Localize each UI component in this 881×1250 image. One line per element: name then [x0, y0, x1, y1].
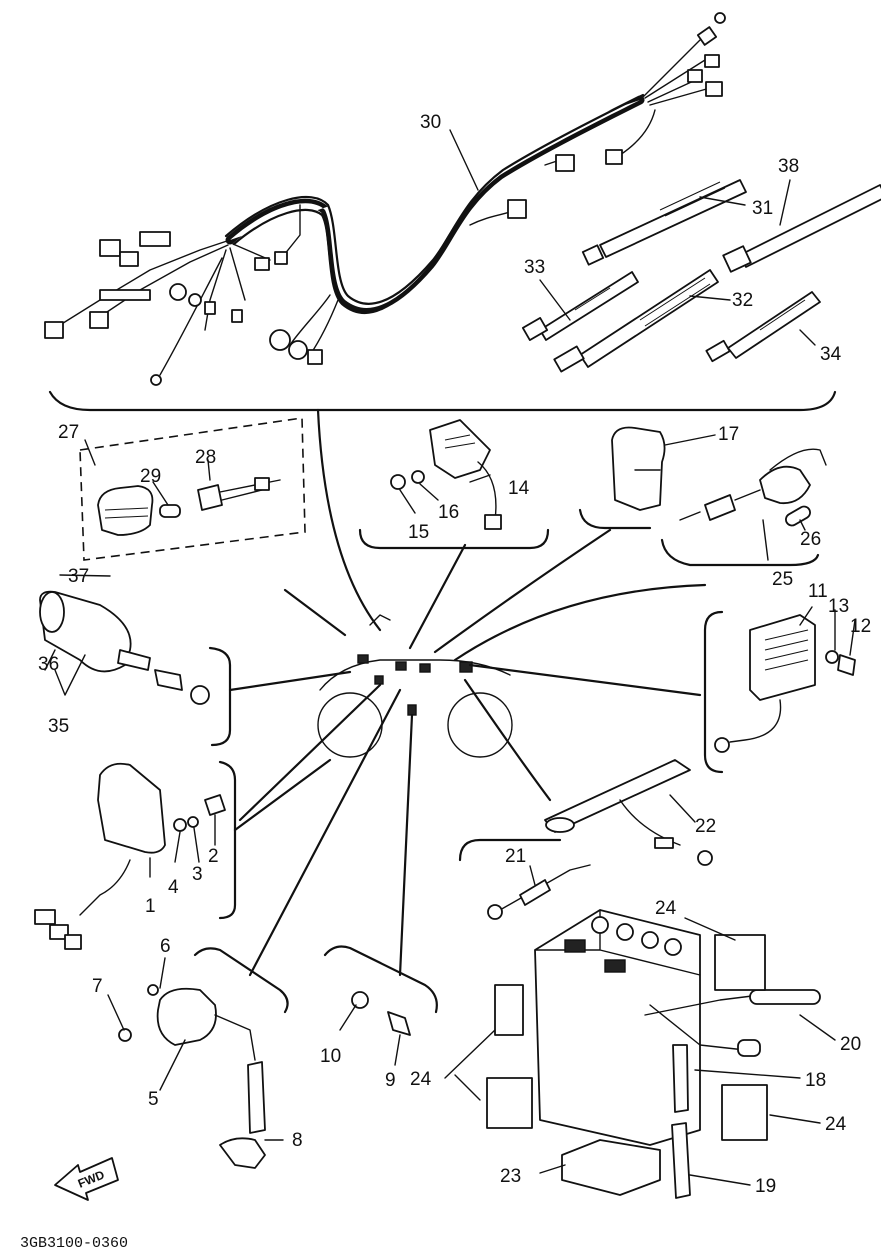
callout-11: 11	[808, 581, 828, 602]
callout-35: 35	[48, 716, 69, 737]
callout-14: 14	[508, 478, 530, 499]
forward-direction-arrow[interactable]: FWD	[54, 1157, 119, 1201]
cable-tie-31	[599, 179, 747, 258]
callout-12: 12	[850, 616, 871, 637]
callout-22: 22	[695, 816, 716, 837]
sender-group	[323, 945, 438, 1036]
harness-group-bracket	[48, 390, 837, 412]
rectifier-group	[703, 610, 856, 774]
relay	[429, 419, 491, 479]
vehicle-outline	[317, 614, 513, 758]
callout-2: 2	[208, 846, 219, 867]
callout-26: 26	[800, 529, 821, 550]
callout-10: 10	[320, 1046, 341, 1067]
callout-7: 7	[92, 976, 103, 997]
main-switch	[39, 574, 210, 705]
cable-tie-32	[579, 269, 719, 368]
callout-numbers: 30 31 38 33 32 34 27 28 29 14 16 15 17 2…	[38, 112, 871, 1197]
callout-33: 33	[524, 257, 545, 278]
callout-25: 25	[772, 569, 793, 590]
callout-9: 9	[385, 1070, 396, 1091]
callout-24c: 24	[825, 1114, 847, 1135]
callout-15: 15	[408, 522, 429, 543]
fuse	[159, 504, 181, 518]
callout-34: 34	[820, 344, 842, 365]
ignition-coil-group	[660, 448, 827, 567]
battery-pad-23	[561, 1139, 661, 1196]
leader-lines	[238, 528, 707, 977]
callout-1: 1	[145, 896, 156, 917]
callout-30: 30	[420, 112, 441, 133]
cdi-unit-group	[34, 758, 332, 950]
callout-19: 19	[755, 1176, 776, 1197]
fuse-box-group	[79, 417, 306, 561]
callout-5: 5	[148, 1089, 159, 1110]
callout-32: 32	[732, 290, 753, 311]
fuse-box	[97, 485, 154, 536]
cover-17	[578, 426, 666, 530]
callout-18: 18	[805, 1070, 826, 1091]
callout-20: 20	[840, 1034, 861, 1055]
callout-29: 29	[140, 466, 161, 487]
callout-21: 21	[505, 846, 526, 867]
battery-group	[454, 759, 821, 1199]
starter-relay-group	[358, 419, 550, 550]
callout-38: 38	[778, 156, 799, 177]
wire-harness	[44, 12, 726, 386]
callout-6: 6	[160, 936, 171, 957]
callout-28: 28	[195, 447, 216, 468]
callout-3: 3	[192, 864, 203, 885]
callout-37: 37	[68, 566, 89, 587]
callout-24a: 24	[655, 898, 677, 919]
cable-ties	[521, 179, 881, 373]
callout-17: 17	[718, 424, 739, 445]
callout-31: 31	[752, 198, 773, 219]
callout-23: 23	[500, 1166, 521, 1187]
callout-27: 27	[58, 422, 79, 443]
callout-16: 16	[438, 502, 459, 523]
callout-8: 8	[292, 1130, 303, 1151]
callout-24b: 24	[410, 1069, 432, 1090]
callout-36: 36	[38, 654, 59, 675]
fuse-holder	[197, 484, 223, 511]
thermo-unit-group	[118, 947, 289, 1169]
drawing-code: 3GB3100-0360	[20, 1235, 128, 1250]
callout-leaders	[44, 129, 856, 1186]
cable-tie-34	[727, 291, 821, 359]
callout-13: 13	[828, 596, 849, 617]
callout-4: 4	[168, 877, 179, 898]
cable-tie-33	[539, 271, 639, 341]
